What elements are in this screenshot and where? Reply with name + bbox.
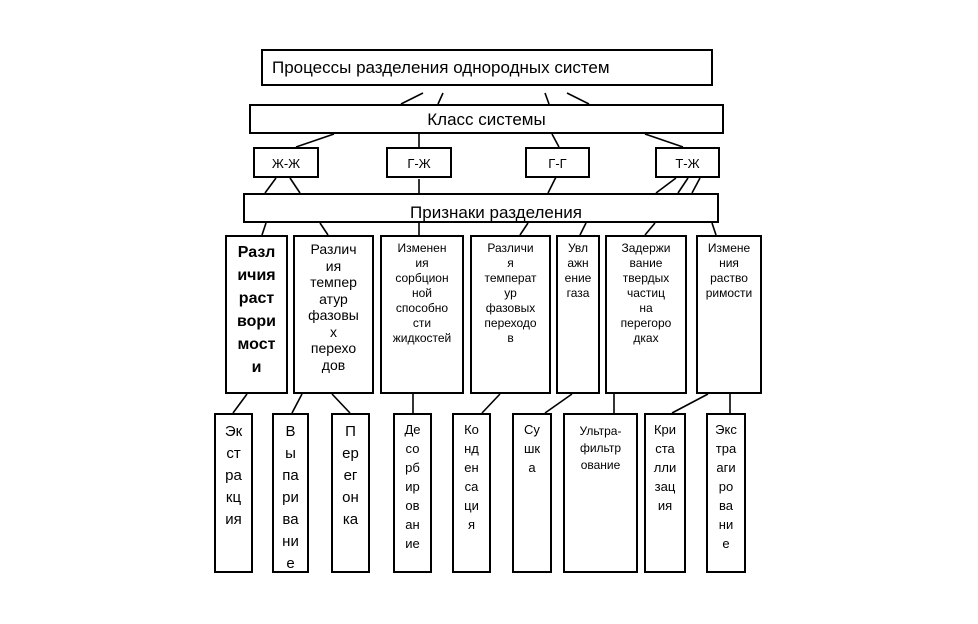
connector-header-crit-5: [579, 222, 587, 236]
connector-header-crit-1: [261, 222, 267, 236]
system-label: Т-Ж: [675, 156, 700, 171]
criterion-box-4: Различи я температ ур фазовых переходо в: [470, 235, 551, 394]
criterion-label: Изменен ия сорбцион ной способно сти жид…: [392, 241, 452, 345]
connector-crit-method-4: [481, 393, 501, 414]
criterion-box-7: Измене ния раство римости: [696, 235, 762, 394]
connector-zhzh-criteria-1: [264, 177, 277, 194]
method-label: Ко нд ен са ци я: [464, 422, 479, 532]
system-label: Г-Г: [548, 156, 567, 171]
method-box-drying: Су шк а: [512, 413, 552, 573]
criterion-box-2: Различ ия темпер атур фазовы х перехо до…: [293, 235, 374, 394]
connector-title-class-3: [544, 92, 550, 105]
criterion-label: Увл ажн ение газа: [564, 241, 592, 300]
method-label: Су шк а: [523, 422, 541, 475]
connector-crit-method-5: [544, 393, 573, 414]
connector-crit-method-2a: [291, 393, 303, 414]
system-box-g-g: Г-Г: [525, 147, 590, 178]
connector-tzh-criteria-2: [677, 177, 689, 194]
method-box-extraction: Эк ст ра кц ия: [214, 413, 253, 573]
criterion-box-3: Изменен ия сорбцион ной способно сти жид…: [380, 235, 464, 394]
connector-title-class-2: [437, 92, 444, 105]
method-label: Экс тра аги ро ва ни е: [715, 422, 737, 551]
connector-title-class-4: [566, 92, 590, 105]
connector-class-gg: [551, 133, 560, 148]
system-box-g-zh: Г-Ж: [386, 147, 452, 178]
connector-class-tzh: [644, 133, 684, 148]
method-label: Де со рб ир ов ан ие: [404, 422, 421, 551]
connector-header-crit-2: [319, 222, 329, 236]
separation-criteria-header: Признаки разделения: [410, 203, 582, 222]
method-label: Кри ста лли зац ия: [653, 422, 677, 513]
connector-header-crit-7: [711, 222, 717, 236]
connector-tzh-criteria-3: [691, 177, 701, 194]
diagram-title-box: Процессы разделения однородных систем: [261, 49, 713, 86]
system-class-box: Класс системы: [249, 104, 724, 134]
system-label: Г-Ж: [407, 156, 431, 171]
system-box-t-zh: Т-Ж: [655, 147, 720, 178]
connector-class-zhzh: [295, 133, 335, 148]
method-box-crystallization: Кри ста лли зац ия: [644, 413, 686, 573]
method-label: П ер ег он ка: [342, 423, 359, 528]
method-label: В ы па ри ва ни е: [282, 423, 299, 572]
method-label: Эк ст ра кц ия: [224, 423, 243, 528]
connector-zhzh-criteria-2: [289, 177, 301, 194]
connector-header-crit-6: [644, 222, 656, 236]
connector-header-crit-4: [519, 222, 529, 236]
separation-criteria-header-box: Признаки разделения: [243, 193, 719, 223]
diagram-title: Процессы разделения однородных систем: [272, 58, 610, 77]
method-box-desorption: Де со рб ир ов ан ие: [393, 413, 432, 573]
method-label: Ультра- фильтр ование: [579, 424, 622, 472]
criterion-label: Измене ния раство римости: [705, 241, 753, 300]
criterion-label: Задержи вание твердых частиц на перегоро…: [620, 241, 672, 345]
method-box-condensation: Ко нд ен са ци я: [452, 413, 491, 573]
system-class-label: Класс системы: [427, 110, 546, 129]
connector-tzh-criteria-1: [655, 177, 677, 194]
criterion-label: Различи я температ ур фазовых переходо в: [484, 241, 537, 345]
connector-crit-method-1: [232, 393, 248, 414]
connector-title-class-1: [400, 92, 424, 105]
criterion-box-6: Задержи вание твердых частиц на перегоро…: [605, 235, 687, 394]
method-box-ultrafiltration: Ультра- фильтр ование: [563, 413, 638, 573]
method-box-evaporation: В ы па ри ва ни е: [272, 413, 309, 573]
method-box-distillation: П ер ег он ка: [331, 413, 370, 573]
system-box-zh-zh: Ж-Ж: [253, 147, 319, 178]
connector-crit-method-7a: [671, 393, 709, 414]
system-label: Ж-Ж: [271, 156, 301, 171]
criterion-label: Разл ичия раст вори мост и: [236, 244, 276, 376]
connector-gg-criteria: [547, 176, 557, 194]
criterion-box-1: Разл ичия раст вори мост и: [225, 235, 288, 394]
method-box-extragirovanie: Экс тра аги ро ва ни е: [706, 413, 746, 573]
connector-crit-method-2b: [331, 393, 351, 414]
criterion-box-5: Увл ажн ение газа: [556, 235, 600, 394]
criterion-label: Различ ия темпер атур фазовы х перехо до…: [308, 241, 359, 373]
